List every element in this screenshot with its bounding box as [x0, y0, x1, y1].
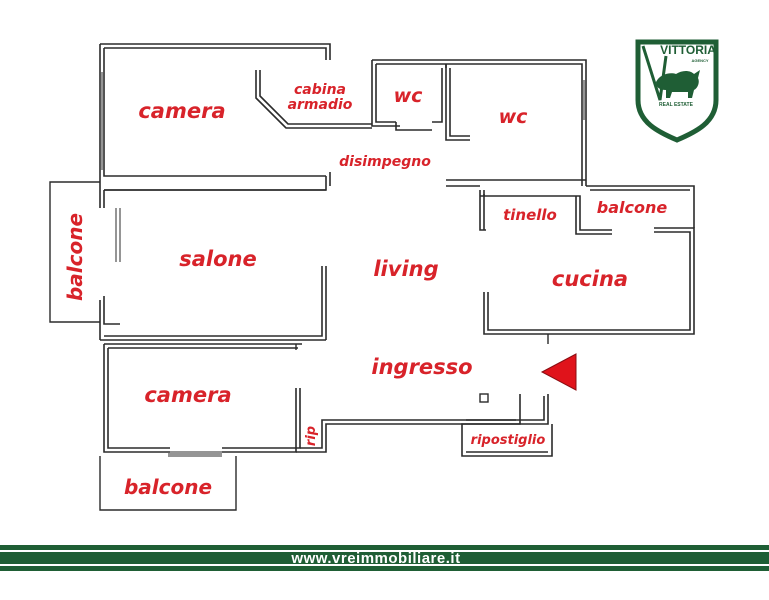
footer-band: www.vreimmobiliare.it — [0, 545, 769, 571]
label-living: living — [373, 257, 438, 281]
label-balcone-right: balcone — [597, 198, 668, 217]
label-rip: rip — [304, 426, 319, 446]
label-wc-2: wc — [499, 106, 529, 128]
label-tinello: tinello — [503, 206, 557, 224]
label-salone: salone — [179, 247, 257, 271]
label-cucina: cucina — [552, 267, 628, 291]
logo-sub: AGENCY — [691, 58, 708, 63]
room-labels: camera cabina armadio wc wc disimpegno b… — [63, 82, 667, 499]
bull-icon — [656, 70, 700, 98]
fixtures — [295, 334, 549, 403]
label-camera-top: camera — [138, 99, 225, 123]
logo-name: VITTORIA — [660, 43, 716, 57]
label-balcone-bottom: balcone — [124, 475, 212, 499]
balconies — [49, 181, 237, 511]
label-wc-1: wc — [394, 85, 424, 107]
windows — [99, 72, 587, 457]
entrance-arrow-icon — [540, 353, 577, 391]
label-ingresso: ingresso — [371, 355, 472, 379]
label-cabina-armadio-line2: armadio — [288, 97, 353, 113]
label-disimpegno: disimpegno — [339, 154, 431, 170]
label-camera-bottom: camera — [144, 383, 231, 407]
website-url[interactable]: www.vreimmobiliare.it — [290, 550, 460, 567]
label-ripostiglio: ripostiglio — [471, 433, 546, 448]
label-cabina-armadio-line1: cabina — [294, 82, 346, 98]
walls — [99, 43, 695, 457]
logo-tagline: REAL ESTATE — [659, 102, 694, 108]
agency-logo: VITTORIA AGENCY REAL ESTATE — [635, 39, 719, 143]
label-balcone-left: balcone — [63, 213, 87, 301]
